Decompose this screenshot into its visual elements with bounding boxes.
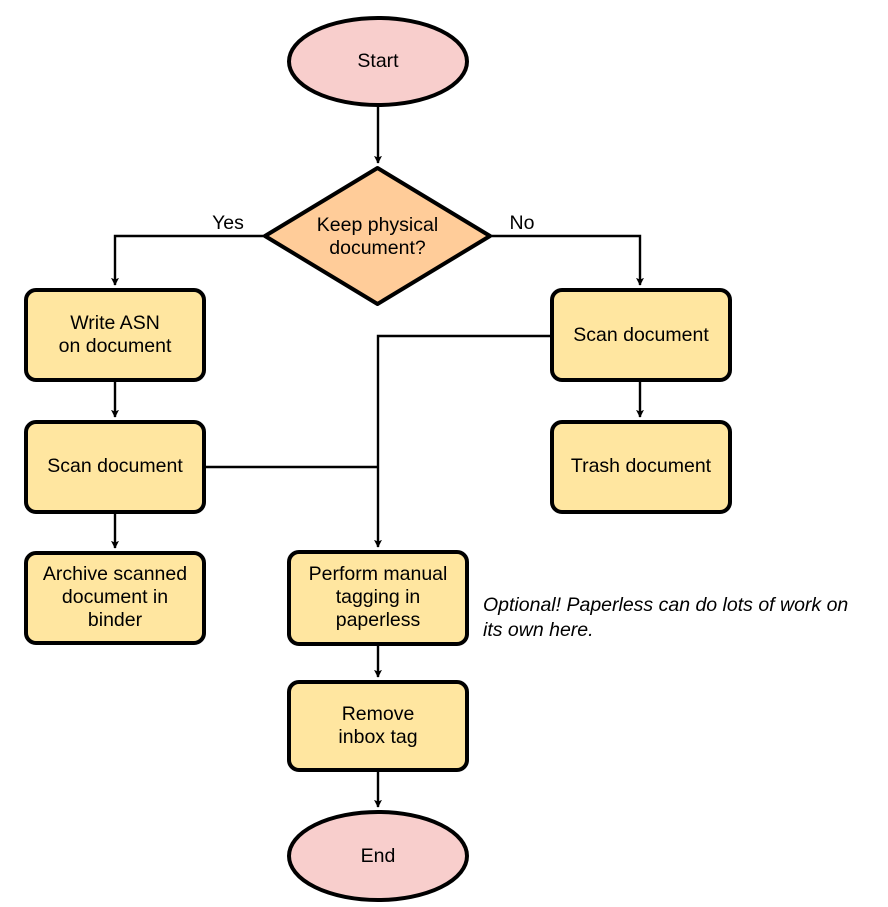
tagging-box-shape (287, 550, 469, 646)
edges-layer (111, 105, 644, 808)
annotation-line2: its own here. (483, 619, 594, 641)
node-start[interactable]: Start (287, 16, 469, 107)
annotation-line1: Optional! Paperless can do lots of work … (483, 594, 848, 616)
edge-scan-right-to-tagging (374, 334, 552, 548)
decision-label-line1: Keep physical (317, 214, 438, 236)
archive-label-line1: Archive scanned (43, 563, 187, 585)
start-label: Start (357, 50, 399, 72)
edge-label-yes: Yes (212, 212, 244, 234)
scan-document-right-box-shape (550, 288, 732, 382)
node-write-asn-on-document[interactable]: Write ASN on document (24, 288, 206, 382)
edge-label-no: No (510, 212, 535, 234)
trash-document-label: Trash document (571, 455, 712, 477)
annotation-optional-note: Optional! Paperless can do lots of work … (483, 594, 848, 641)
tagging-label-line2: tagging in (336, 586, 421, 608)
edge-decision-no-to-scan-right (490, 234, 644, 286)
node-remove-inbox-tag[interactable]: Remove inbox tag (287, 680, 469, 772)
edge-labels-layer: Yes No (212, 212, 535, 234)
scan-document-left-label: Scan document (47, 455, 183, 477)
node-end[interactable]: End (287, 810, 469, 902)
trash-document-box-shape (550, 420, 732, 514)
edge-decision-yes-to-write-asn (111, 234, 265, 286)
node-scan-document-left[interactable]: Scan document (24, 420, 206, 514)
scan-document-left-box-shape (24, 420, 206, 514)
remove-inbox-label-line2: inbox tag (338, 726, 417, 748)
archive-label-line2: document in (62, 586, 168, 608)
scan-document-right-label: Scan document (573, 324, 709, 346)
remove-inbox-box-shape (287, 680, 469, 772)
node-decision-keep-physical-document[interactable]: Keep physical document? (263, 166, 492, 306)
decision-diamond-shape (263, 166, 492, 306)
node-scan-document-right[interactable]: Scan document (550, 288, 732, 382)
archive-label-line3: binder (88, 609, 143, 631)
end-label: End (361, 845, 396, 867)
write-asn-label-line1: Write ASN (70, 312, 160, 334)
archive-box-shape (24, 551, 206, 645)
node-perform-manual-tagging[interactable]: Perform manual tagging in paperless (287, 550, 469, 646)
remove-inbox-label-line1: Remove (342, 703, 415, 725)
node-trash-document[interactable]: Trash document (550, 420, 732, 514)
write-asn-label-line2: on document (59, 335, 172, 357)
write-asn-box-shape (24, 288, 206, 382)
decision-label-line2: document? (329, 237, 426, 259)
tagging-label-line3: paperless (336, 609, 421, 631)
node-archive-scanned-document[interactable]: Archive scanned document in binder (24, 551, 206, 645)
start-ellipse-shape (287, 16, 469, 107)
end-ellipse-shape (287, 810, 469, 902)
tagging-label-line1: Perform manual (309, 563, 448, 585)
